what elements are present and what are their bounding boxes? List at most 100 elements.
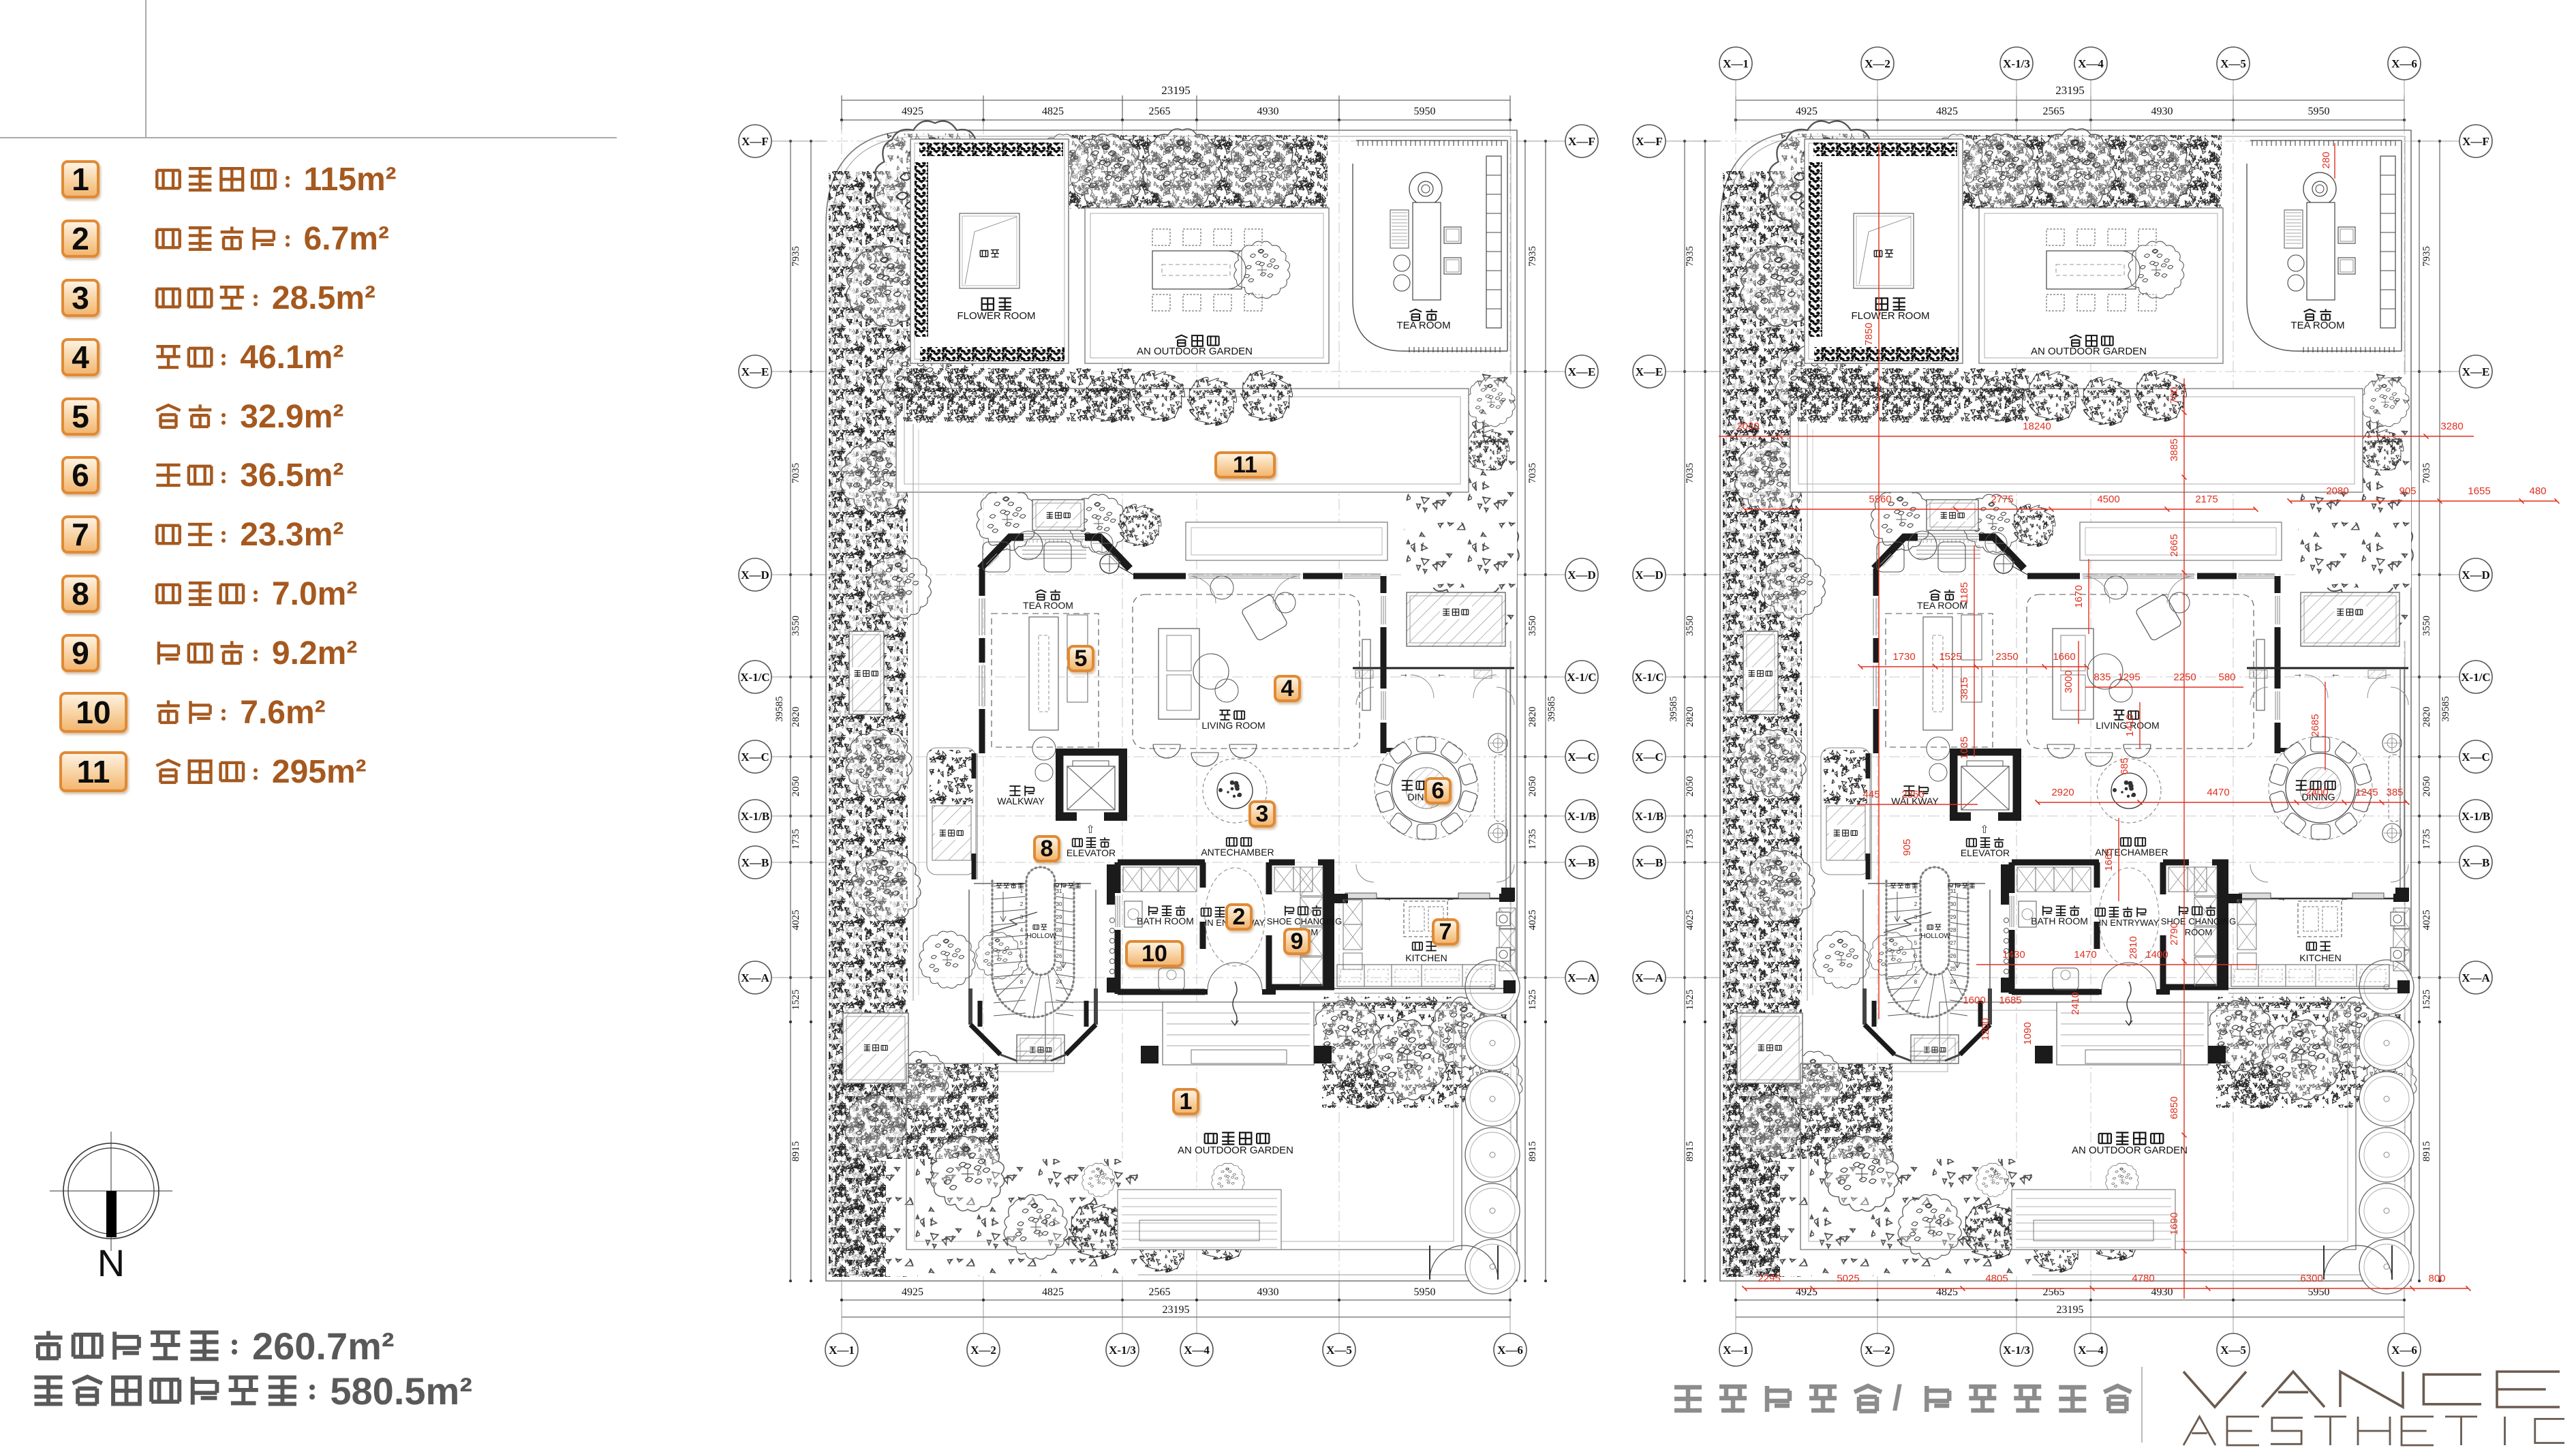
svg-text:X—D: X—D — [741, 569, 769, 581]
svg-text:2920: 2920 — [2051, 787, 2074, 798]
svg-text:/: / — [1892, 1378, 1902, 1418]
svg-text:⇧: ⇧ — [1086, 824, 1094, 836]
svg-text:4825: 4825 — [1042, 1286, 1064, 1298]
svg-text:TEA ROOM: TEA ROOM — [1396, 320, 1450, 331]
svg-text:835: 835 — [2094, 671, 2111, 683]
svg-text:X—1: X—1 — [1723, 57, 1749, 70]
svg-text:580.5m²: 580.5m² — [330, 1370, 472, 1413]
svg-text:5025: 5025 — [1837, 1273, 1859, 1284]
svg-text:2565: 2565 — [1149, 1286, 1171, 1298]
svg-text:X—E: X—E — [741, 365, 769, 378]
svg-text:6: 6 — [1020, 953, 1024, 959]
svg-text:X-1/C: X-1/C — [740, 671, 769, 684]
svg-text:445: 445 — [1862, 789, 1880, 800]
svg-text:4: 4 — [1020, 927, 1024, 933]
svg-text:←: ← — [1445, 892, 1455, 903]
svg-text:36.5m²: 36.5m² — [240, 457, 343, 494]
svg-text:1200: 1200 — [1980, 1018, 1991, 1040]
svg-text:ELEVATOR: ELEVATOR — [1067, 847, 1116, 858]
svg-text:115m²: 115m² — [304, 162, 397, 198]
svg-text:7.0m²: 7.0m² — [272, 576, 357, 612]
svg-text:6850: 6850 — [2168, 1096, 2180, 1119]
svg-text:4500: 4500 — [2097, 494, 2119, 505]
svg-text:4930: 4930 — [1257, 1286, 1279, 1298]
svg-text:2030: 2030 — [1736, 421, 1759, 432]
svg-text:1655: 1655 — [2468, 485, 2490, 497]
svg-text:1090: 1090 — [2022, 1022, 2034, 1044]
svg-text:2350: 2350 — [1901, 789, 1924, 800]
svg-text:1600: 1600 — [1963, 995, 1985, 1006]
svg-text:1685: 1685 — [1999, 995, 2021, 1006]
svg-text:1690: 1690 — [2168, 1212, 2180, 1235]
svg-text:3815: 3815 — [1959, 677, 1970, 699]
svg-text:2775: 2775 — [1991, 494, 2013, 505]
svg-text:6300: 6300 — [2300, 1273, 2322, 1284]
svg-text:X—4: X—4 — [2078, 57, 2104, 70]
svg-text:7.6m²: 7.6m² — [240, 695, 325, 731]
svg-text:1185: 1185 — [1959, 582, 1970, 604]
svg-text:2250: 2250 — [2173, 671, 2196, 683]
svg-text:2410: 2410 — [2070, 992, 2081, 1014]
svg-text:1470: 1470 — [2074, 949, 2096, 961]
svg-text:X—2: X—2 — [1865, 57, 1890, 70]
svg-text:26: 26 — [1056, 953, 1062, 959]
svg-text:X—2: X—2 — [970, 1344, 996, 1357]
svg-text:2295: 2295 — [1758, 1273, 1780, 1284]
svg-text:HOLLOW: HOLLOW — [1026, 933, 1056, 940]
svg-text:X-1/C: X-1/C — [1567, 671, 1596, 684]
svg-text:X—F: X—F — [741, 135, 769, 148]
svg-text:23195: 23195 — [1161, 84, 1191, 97]
svg-text:5: 5 — [1020, 940, 1024, 946]
svg-text:2685: 2685 — [2310, 714, 2321, 736]
svg-text:3550: 3550 — [791, 616, 801, 636]
svg-text:8915: 8915 — [1527, 1141, 1538, 1162]
svg-text:2565: 2565 — [1149, 106, 1171, 117]
svg-text:4470: 4470 — [2207, 787, 2229, 798]
svg-text:280: 280 — [2320, 151, 2332, 168]
svg-text:685: 685 — [2119, 757, 2130, 774]
svg-text:2790: 2790 — [2168, 922, 2180, 945]
svg-text:2820: 2820 — [1527, 707, 1538, 727]
svg-text:2175: 2175 — [2195, 494, 2218, 505]
svg-text:2400: 2400 — [2305, 787, 2328, 798]
svg-text:4925: 4925 — [902, 106, 923, 117]
svg-text:1400: 1400 — [2145, 949, 2168, 961]
svg-text:4025: 4025 — [1527, 910, 1538, 931]
svg-text:AN OUTDOOR GARDEN: AN OUTDOOR GARDEN — [1137, 346, 1253, 357]
svg-text:X—D: X—D — [1567, 569, 1596, 581]
svg-text:2050: 2050 — [791, 776, 801, 797]
svg-text:KITCHEN: KITCHEN — [1405, 952, 1447, 963]
svg-text:7850: 7850 — [1863, 322, 1875, 345]
svg-text:1730: 1730 — [1892, 651, 1915, 663]
svg-text:24: 24 — [1056, 979, 1062, 985]
svg-text:X—5: X—5 — [1326, 1344, 1352, 1357]
svg-text:7035: 7035 — [791, 463, 801, 483]
svg-text:39585: 39585 — [774, 696, 785, 722]
svg-text:X—C: X—C — [741, 751, 769, 764]
svg-text:4825: 4825 — [1042, 106, 1064, 117]
svg-text:295m²: 295m² — [272, 754, 367, 790]
svg-text:SHOE CHANGING: SHOE CHANGING — [1267, 916, 1343, 926]
svg-text:580: 580 — [2218, 671, 2235, 683]
svg-text:385: 385 — [2386, 787, 2403, 798]
svg-text:4025: 4025 — [791, 910, 801, 931]
svg-text:1735: 1735 — [1527, 829, 1538, 849]
svg-text:X—B: X—B — [1568, 856, 1596, 869]
svg-text:23.3m²: 23.3m² — [240, 517, 343, 553]
svg-text:→: → — [1399, 668, 1409, 680]
svg-text:8915: 8915 — [791, 1141, 801, 1162]
svg-text:X—E: X—E — [1568, 365, 1596, 378]
svg-text:32.9m²: 32.9m² — [240, 399, 343, 435]
svg-text:1525: 1525 — [1939, 651, 1961, 663]
svg-text:2350: 2350 — [1995, 651, 2018, 663]
svg-text:18240: 18240 — [2023, 421, 2051, 432]
svg-text:1410: 1410 — [2124, 714, 2136, 736]
svg-text:2050: 2050 — [1527, 776, 1538, 797]
svg-text:1525: 1525 — [1527, 990, 1538, 1010]
svg-text:3885: 3885 — [2168, 438, 2180, 461]
svg-text:28.5m²: 28.5m² — [272, 280, 375, 316]
svg-text:480: 480 — [2529, 485, 2546, 497]
svg-text:AN OUTDOOR GARDEN: AN OUTDOOR GARDEN — [1178, 1145, 1293, 1156]
svg-text:700: 700 — [2168, 387, 2180, 404]
svg-text:4805: 4805 — [1985, 1273, 2008, 1284]
